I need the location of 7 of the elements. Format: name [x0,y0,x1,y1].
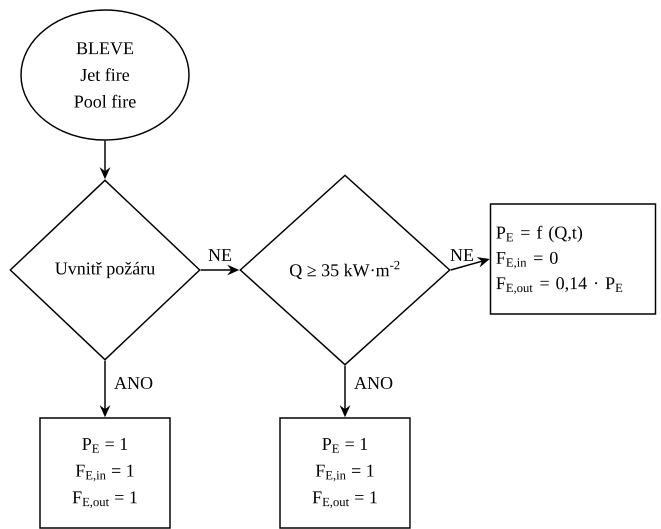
edge-label: ANO [112,376,154,390]
result-box: P$_{E}$ = f (Q,t) F$_{E,in}$ = 0 F$_{E,out}$ = 0,14 · P$_{E}$ [490,203,656,315]
result-box: P$_{E}$ = 1 F$_{E,in}$ = 1 F$_{E,out}$ = 1 [279,417,411,529]
edge-label: ANO [352,376,394,390]
edge-label: NE [448,248,476,262]
edge-label: NE [206,248,234,262]
result-box: P$_{E}$ = 1 F$_{E,in}$ = 1 F$_{E,out}$ = 1 [39,417,171,529]
